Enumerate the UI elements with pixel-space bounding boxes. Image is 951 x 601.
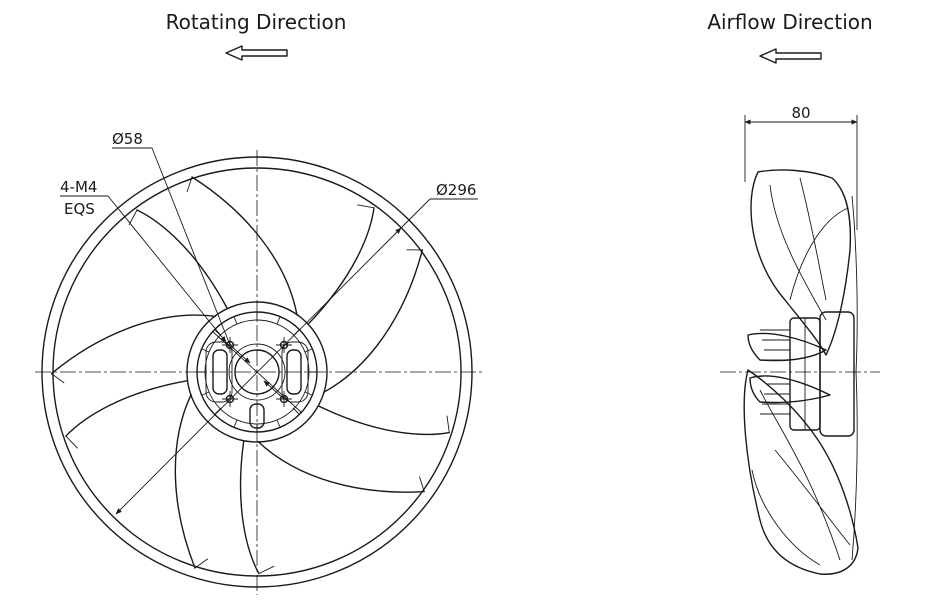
rotating-direction-title: Rotating Direction xyxy=(166,10,347,34)
side-view: Airflow Direction 80 xyxy=(707,10,880,575)
blade-2 xyxy=(307,204,424,394)
blade-1 xyxy=(128,176,298,316)
side-blade-profile xyxy=(743,169,859,575)
blade-4 xyxy=(174,393,275,575)
width-dimension: 80 xyxy=(744,104,858,230)
outer-ring xyxy=(41,156,473,588)
bolt-spec-label: 4-M4 xyxy=(60,178,97,196)
blade-3 xyxy=(257,405,451,493)
outer-diameter-label: Ø296 xyxy=(436,181,476,199)
side-hub-plate xyxy=(819,311,855,437)
rotating-direction-arrow-icon xyxy=(225,45,288,61)
front-view: Rotating Direction xyxy=(35,10,482,595)
hub-diameter-label: Ø58 xyxy=(112,130,143,148)
bolt-pattern-label: EQS xyxy=(64,200,95,218)
bolt-spec-leader: 4-M4 EQS xyxy=(60,178,227,343)
airflow-direction-title: Airflow Direction xyxy=(707,10,872,34)
fan-blades xyxy=(50,176,451,575)
outer-diameter-dimension: Ø296 xyxy=(115,181,478,515)
width-label: 80 xyxy=(791,104,810,122)
hub-diameter-dimension: Ø58 xyxy=(112,130,303,414)
airflow-direction-arrow-icon xyxy=(759,48,822,64)
